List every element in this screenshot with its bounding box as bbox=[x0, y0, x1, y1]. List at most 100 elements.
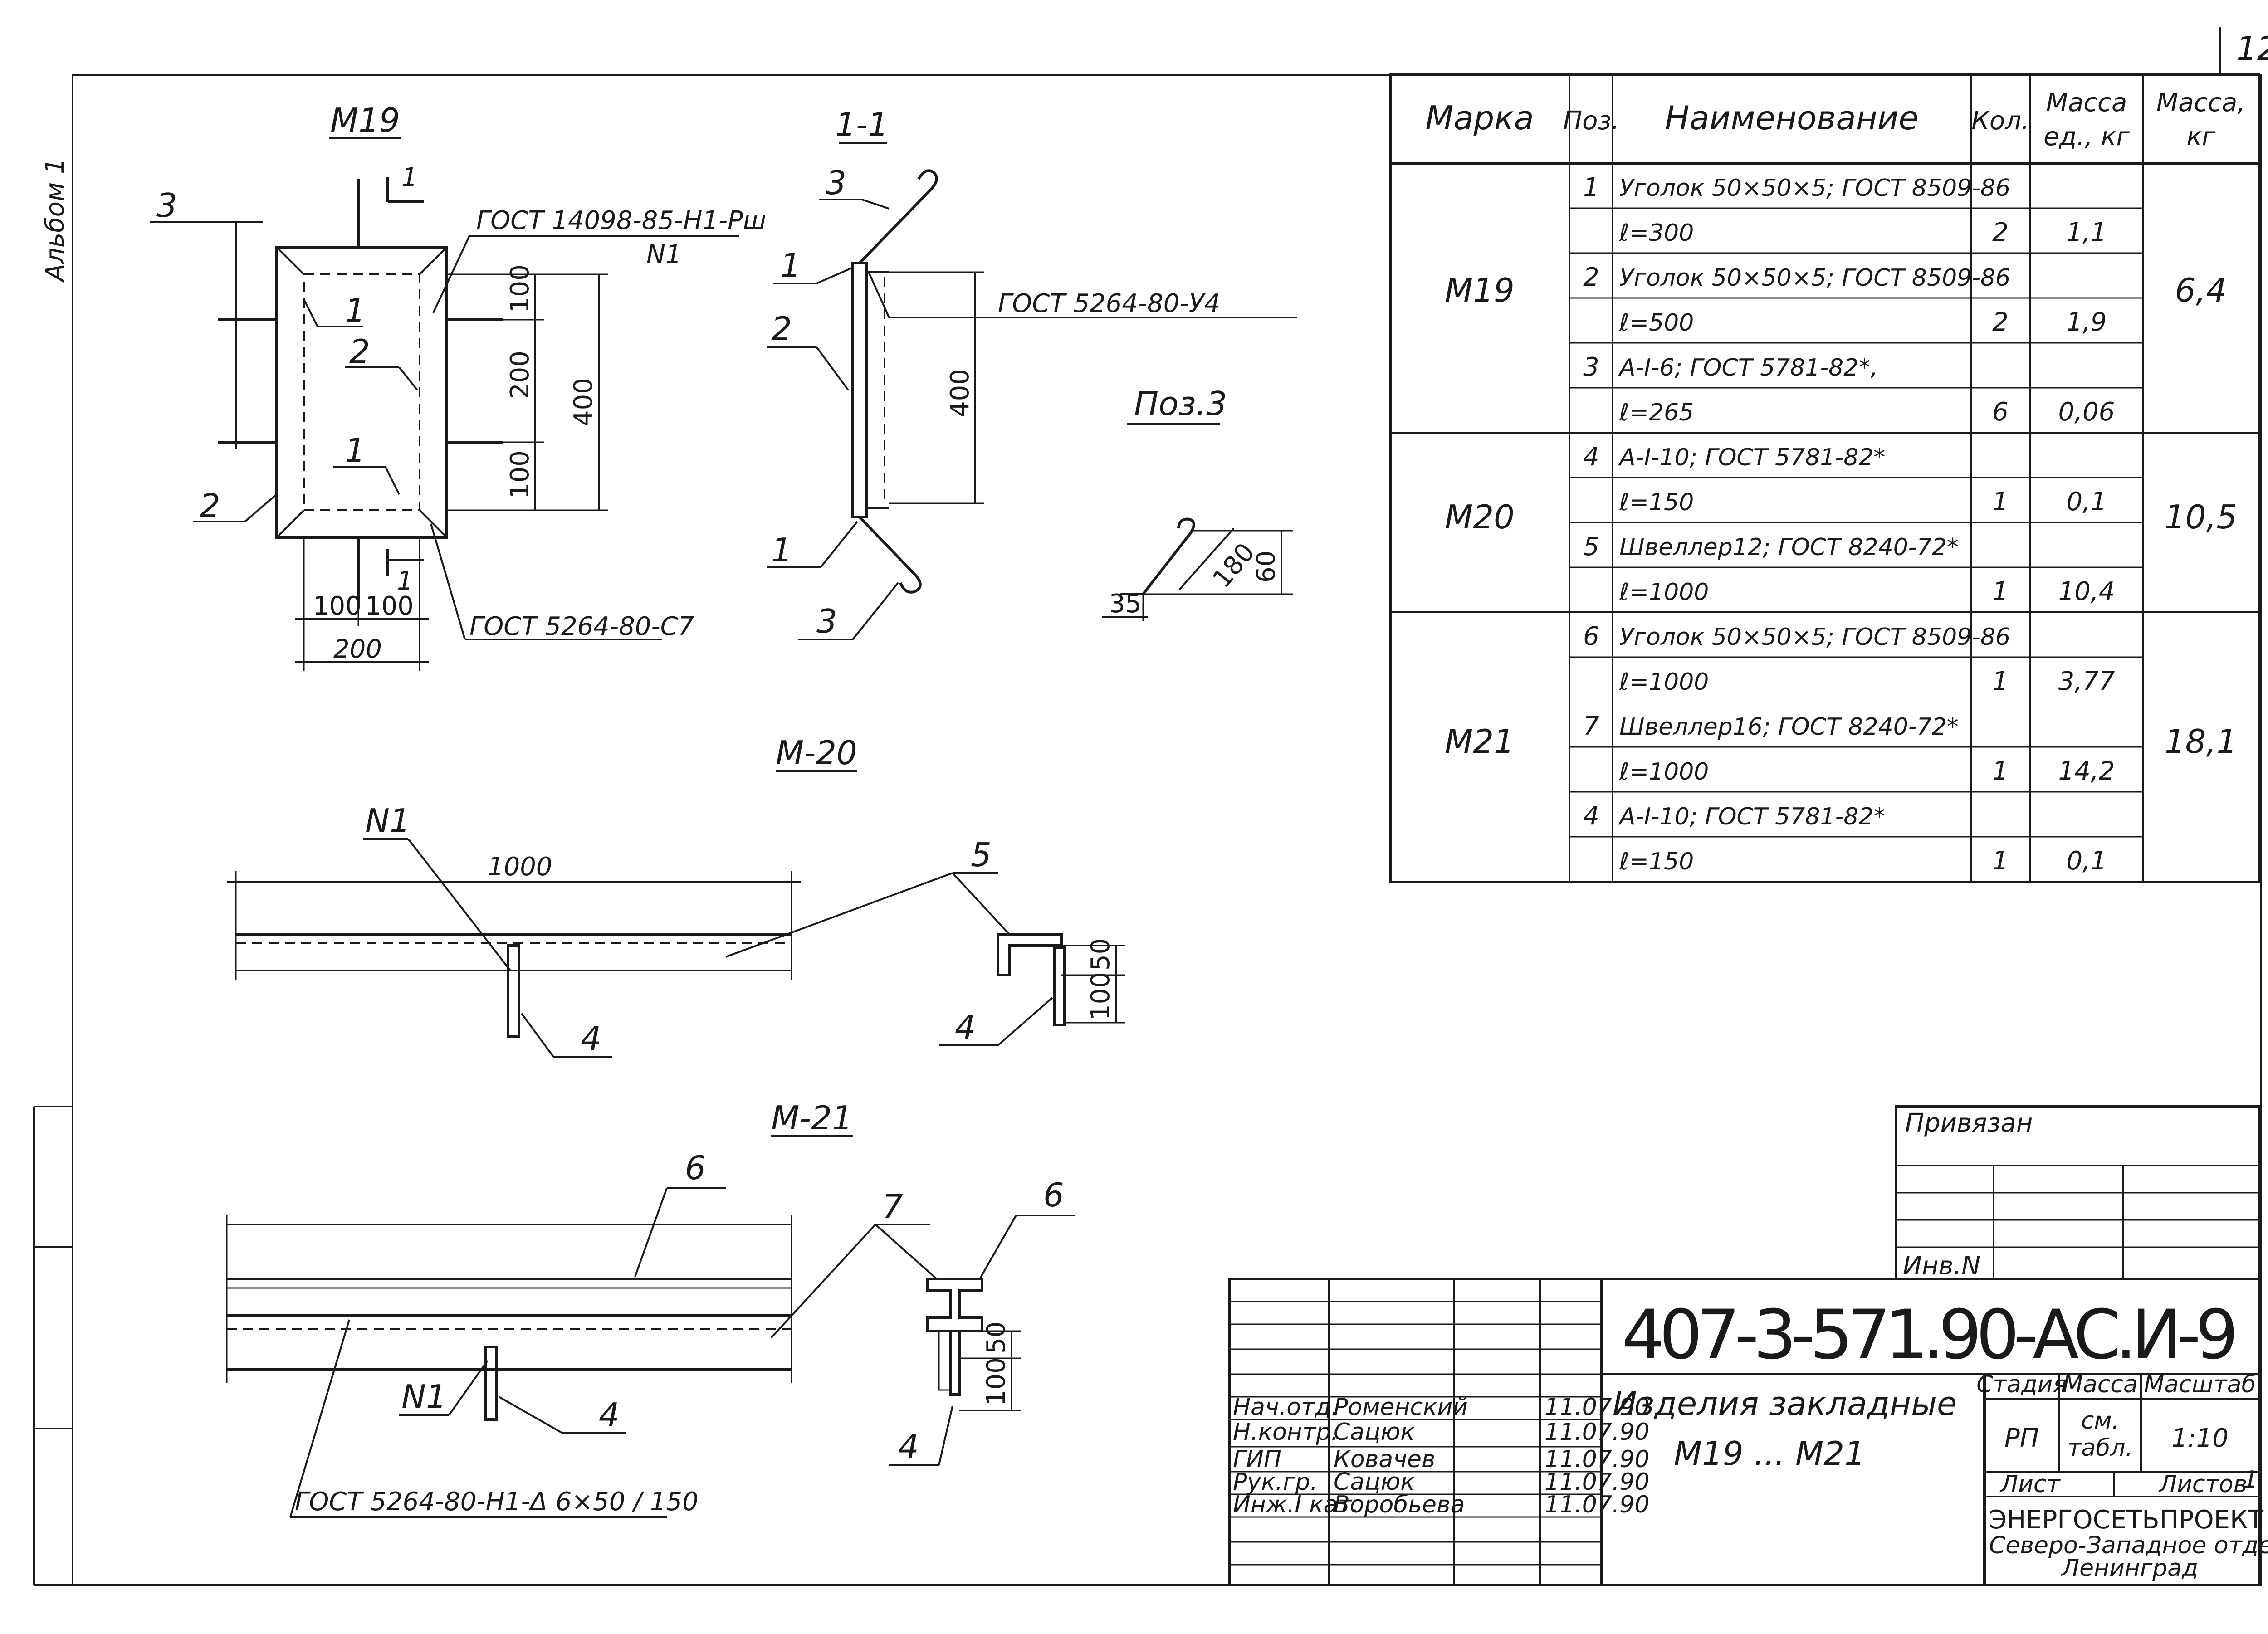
signature-role: Инж.I кат. bbox=[1233, 1491, 1359, 1518]
spec-row-unit-mass: 0,1 bbox=[2066, 846, 2107, 876]
mass-value-2: табл. bbox=[2068, 1434, 2133, 1462]
m21-pos-6b: 6 bbox=[1043, 1176, 1064, 1214]
stage-label: Стадия bbox=[1976, 1371, 2067, 1398]
m21-pos-4a: 4 bbox=[599, 1396, 620, 1434]
spec-row-pos: 7 bbox=[1583, 712, 1599, 741]
spec-row-qty: 2 bbox=[1992, 307, 2009, 337]
mass-value-1: см. bbox=[2081, 1407, 2119, 1434]
header-mass-2: кг bbox=[2186, 122, 2215, 151]
spec-row-name: Швеллер16; ГОСТ 8240-72* bbox=[1619, 713, 1959, 741]
signature-date: 11.07.90 bbox=[1545, 1491, 1650, 1518]
spec-row-qty: 1 bbox=[1992, 756, 2009, 786]
sheet-label: Лист bbox=[1999, 1471, 2061, 1498]
spec-row-name: ℓ=1000 bbox=[1619, 758, 1709, 785]
signature-role: Н.контр. bbox=[1233, 1419, 1339, 1446]
spec-row-pos: 4 bbox=[1583, 442, 1599, 472]
spec-row-name: А-I-10; ГОСТ 5781-82* bbox=[1618, 444, 1885, 471]
section-dim-400: 400 bbox=[945, 369, 975, 417]
m20-pos-4a: 4 bbox=[581, 1019, 601, 1058]
section-pos-3a: 3 bbox=[826, 164, 846, 202]
sheets-count: 1 bbox=[2243, 1466, 2258, 1493]
page-number: 12 bbox=[2236, 29, 2268, 68]
m19-dim-400: 400 bbox=[569, 378, 598, 426]
section-pos-1a: 1 bbox=[780, 246, 801, 284]
spec-row-name: ℓ=150 bbox=[1619, 848, 1694, 875]
sheet-designation: 407-3-571.90-АС.И-9 bbox=[1622, 1296, 2239, 1375]
spec-row-qty: 1 bbox=[1992, 667, 2009, 696]
signature-role: Рук.гр. bbox=[1233, 1468, 1318, 1496]
spec-row-unit-mass: 1,1 bbox=[2066, 218, 2107, 247]
scale-label: Масштаб bbox=[2144, 1371, 2256, 1398]
m19-pos-2b: 2 bbox=[200, 487, 220, 525]
pos3-dim-60: 60 bbox=[1251, 551, 1281, 583]
spec-row-unit-mass: 14,2 bbox=[2058, 756, 2115, 786]
m21-n1: N1 bbox=[401, 1378, 447, 1416]
signature-role: ГИП bbox=[1233, 1446, 1281, 1473]
spec-row-qty: 1 bbox=[1992, 577, 2009, 606]
m20-dim-1000: 1000 bbox=[488, 852, 552, 882]
m21-pos-7: 7 bbox=[882, 1187, 903, 1225]
m19-title: М19 bbox=[330, 101, 400, 139]
spec-row-name: А-I-6; ГОСТ 5781-82*, bbox=[1618, 354, 1878, 381]
pos3-title: Поз.3 bbox=[1134, 385, 1227, 423]
section-title: 1-1 bbox=[835, 106, 889, 144]
signature-date: 11.07.90 bbox=[1545, 1468, 1650, 1496]
signature-name: Сацюк bbox=[1334, 1419, 1415, 1446]
header-qty: Кол. bbox=[1971, 106, 2029, 136]
signature-date: 11.07.90 bbox=[1545, 1394, 1650, 1421]
m21-pos-4b: 4 bbox=[898, 1428, 919, 1466]
specification-table: Марка Поз. Наименование Кол. Масса ед., … bbox=[1389, 73, 2260, 883]
spec-row-pos: 1 bbox=[1583, 173, 1599, 202]
m19-weld-note-1b: N1 bbox=[646, 240, 682, 269]
privyazan-block: Привязан Инв.N bbox=[1895, 1105, 2260, 1281]
m21-title: М-21 bbox=[771, 1099, 853, 1137]
spec-row-pos: 4 bbox=[1583, 801, 1599, 831]
spec-row-name: Уголок 50×50×5; ГОСТ 8509-86 bbox=[1619, 264, 2010, 292]
spec-row-name: Уголок 50×50×5; ГОСТ 8509-86 bbox=[1619, 175, 2010, 202]
album-label: Альбом 1 bbox=[40, 158, 70, 283]
inv-no-label: Инв.N bbox=[1903, 1251, 1980, 1281]
m19-weld-note-2: ГОСТ 5264-80-С7 bbox=[469, 612, 694, 641]
stage-value: РП bbox=[2004, 1424, 2039, 1453]
m19-dim-w200: 200 bbox=[333, 634, 382, 664]
m19-section-mark-top: 1 bbox=[401, 163, 418, 192]
spec-row-pos: 6 bbox=[1583, 622, 1599, 651]
section-pos-2: 2 bbox=[771, 310, 792, 348]
m19-dim-200: 200 bbox=[505, 351, 535, 399]
m19-pos-3: 3 bbox=[156, 186, 177, 224]
header-unit-mass-1: Масса bbox=[2046, 88, 2127, 117]
header-name: Наименование bbox=[1665, 99, 1919, 137]
spec-row-qty: 1 bbox=[1992, 846, 2009, 876]
organization-sub1: Северо-Западное отделение bbox=[1989, 1532, 2268, 1559]
m20-pos-4b: 4 bbox=[955, 1008, 976, 1046]
group-mass-m19: 6,4 bbox=[2175, 271, 2227, 309]
spec-row-qty: 6 bbox=[1992, 397, 2009, 427]
header-mark: Марка bbox=[1425, 99, 1534, 137]
spec-row-name: Швеллер12; ГОСТ 8240-72* bbox=[1619, 534, 1959, 561]
m21-dim-100: 100 bbox=[982, 1357, 1011, 1406]
spec-row-name: ℓ=500 bbox=[1619, 309, 1694, 337]
signature-name: Воробьева bbox=[1334, 1491, 1465, 1518]
view-m21: М-21 6 7 6 N1 4 ГОСТ 5264-80-Н1-Δ 6×50 /… bbox=[226, 1099, 1075, 1518]
organization-name: ЭНЕРГОСЕТЬПРОЕКТ bbox=[1989, 1505, 2264, 1535]
spec-row-qty: 1 bbox=[1992, 487, 2009, 517]
spec-row-name: ℓ=1000 bbox=[1619, 579, 1709, 606]
m21-dim-50: 50 bbox=[982, 1322, 1011, 1354]
spec-row-name: ℓ=300 bbox=[1619, 219, 1694, 247]
sheet-title-line1: Изделия закладные bbox=[1613, 1385, 1957, 1423]
group-mark-m21: М21 bbox=[1445, 722, 1515, 761]
m20-n1: N1 bbox=[365, 802, 411, 840]
m21-pos-6a: 6 bbox=[685, 1149, 706, 1187]
group-mass-m21: 18,1 bbox=[2165, 722, 2237, 761]
section-pos-1b: 1 bbox=[771, 531, 792, 569]
m20-dim-50: 50 bbox=[1086, 938, 1115, 971]
m20-title: М-20 bbox=[776, 734, 857, 772]
sheet-title-line2: М19 ... М21 bbox=[1674, 1434, 1865, 1473]
signature-name: Роменский bbox=[1334, 1394, 1468, 1421]
m19-dim-w100a: 100 bbox=[313, 591, 362, 621]
organization-sub2: Ленинград bbox=[2061, 1555, 2198, 1582]
m21-section-detail: 50 100 4 bbox=[889, 1278, 1021, 1466]
signature-role: Нач.отд. bbox=[1233, 1394, 1339, 1421]
